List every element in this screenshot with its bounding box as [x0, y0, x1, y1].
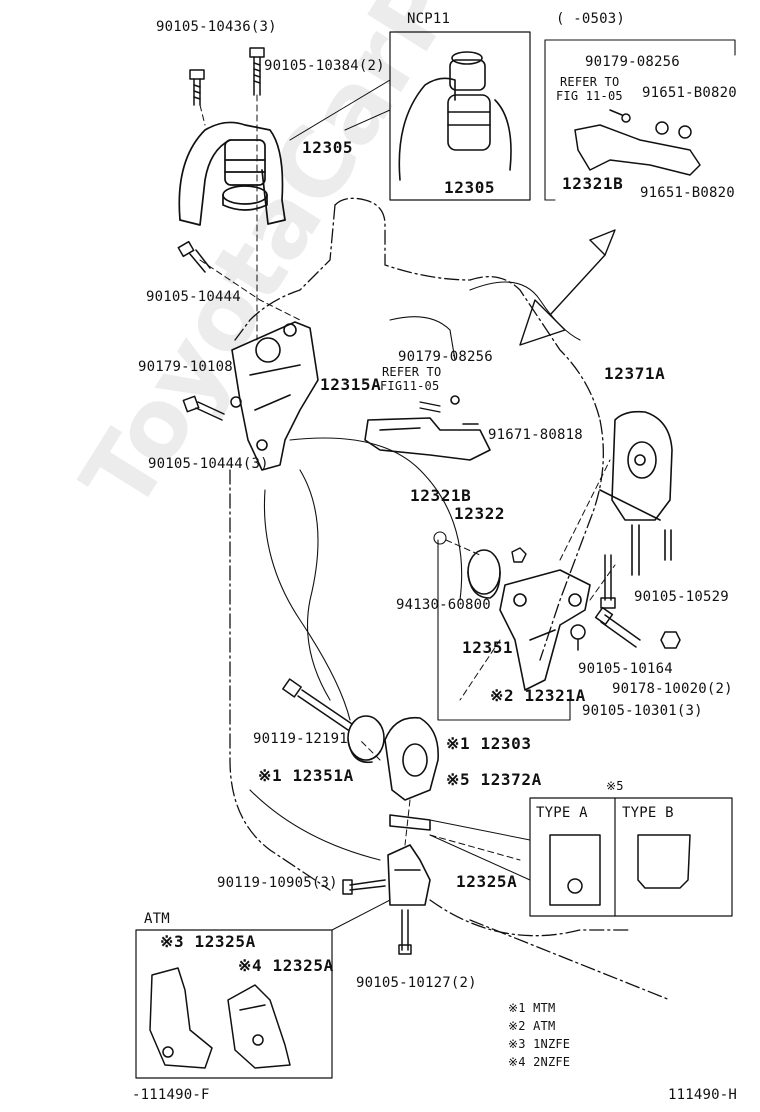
bolt-90105-10164 [594, 606, 641, 648]
bracket-12321b-top [574, 109, 701, 176]
part-label: 91671-80818 [488, 427, 583, 443]
type-a-label: TYPE A [536, 805, 588, 821]
inset-date-range: ( -0503) [556, 11, 626, 27]
legend-item: ※2 ATM [508, 1019, 556, 1033]
part-label: 12321B [410, 486, 472, 505]
dashed-links-lower [359, 739, 521, 861]
legend-item: ※1 MTM [508, 1001, 556, 1015]
part-label: ※2 12321A [490, 686, 586, 705]
engine-body [249, 281, 581, 861]
part-label: 90105-10384(2) [264, 58, 385, 74]
refer-note: FIG11-05 [380, 379, 440, 393]
part-label: 12321B [562, 174, 624, 193]
part-label: 91651-B0820 [640, 185, 735, 201]
direction-arrow [519, 229, 616, 346]
bolt-90105-10436 [189, 69, 205, 106]
refer-note: REFER TO [382, 365, 442, 379]
bracket-12321b-center [364, 395, 491, 461]
date-inset-bracket [544, 39, 736, 201]
inset-title-atm: ATM [144, 911, 170, 927]
bolt-90105-10529 [600, 554, 616, 609]
legend-item: ※3 1NZFE [508, 1037, 571, 1051]
nut-90178-10020 [660, 631, 681, 649]
part-label: 12322 [454, 504, 506, 523]
part-label: 90119-10905(3) [217, 875, 338, 891]
type-inset-box [429, 797, 733, 917]
bracket-12325a-main [387, 844, 431, 906]
atm-bracket-nzfe2 [227, 984, 291, 1069]
part-label: ※5 12372A [446, 770, 542, 789]
part-label: ※1 12303 [446, 734, 532, 753]
figure-id-left: -111490-F [132, 1087, 210, 1103]
engine-outline [229, 197, 671, 1001]
callout-bracket-12303 [433, 531, 571, 721]
refer-note: REFER TO [560, 75, 620, 89]
part-label: 90119-12191 [253, 731, 348, 747]
part-label: 90179-08256 [585, 54, 680, 70]
insulator-12351 [467, 549, 501, 599]
part-label: 90179-10108 [138, 359, 233, 375]
bolt-90105-10301 [570, 624, 586, 651]
part-label: 12351 [462, 638, 514, 657]
part-label: 12325A [456, 872, 518, 891]
type-a-part [549, 834, 601, 906]
refer-note: FIG 11-05 [556, 89, 623, 103]
dashed-links [445, 459, 616, 701]
nut-12322 [511, 547, 527, 563]
engine-mount-12305 [178, 121, 286, 226]
part-label: 12315A [320, 375, 382, 394]
atm-bracket-nzfe1 [149, 967, 213, 1069]
part-label: 90105-10301(3) [582, 703, 703, 719]
ncp11-inset-box [289, 31, 531, 201]
part-label: 12305 [444, 178, 496, 197]
part-label: 90105-10164 [578, 661, 673, 677]
ncp11-mount [398, 51, 512, 181]
part-label: 12305 [302, 138, 354, 157]
part-label: 90105-10436(3) [156, 19, 277, 35]
leader-lines [199, 94, 301, 341]
part-label: ※3 12325A [160, 932, 256, 951]
inset-title-ncp11: NCP11 [407, 11, 451, 27]
part-label: ※4 12325A [238, 956, 334, 975]
atm-inset-box [135, 899, 391, 1079]
type-b-label: TYPE B [622, 805, 674, 821]
part-label: 12371A [604, 364, 666, 383]
part-label: 90105-10529 [634, 589, 729, 605]
type-b-part [637, 834, 691, 889]
bolt-90119-10905 [342, 879, 386, 895]
mount-12371a [599, 410, 673, 576]
bracket-12321a [499, 569, 591, 691]
figure-id-right: 111490-H [668, 1087, 738, 1103]
type-note: ※5 [606, 779, 624, 793]
part-label: 90178-10020(2) [612, 681, 733, 697]
part-label: 90105-10444 [146, 289, 241, 305]
bolt-90105-10444 [177, 240, 211, 273]
mount-12372a [384, 716, 439, 831]
part-label: 90105-10127(2) [356, 975, 477, 991]
part-label: 90105-10444(3) [148, 456, 269, 472]
insulator-12351a [347, 715, 385, 764]
part-label: 91651-B0820 [642, 85, 737, 101]
part-label: ※1 12351A [258, 766, 354, 785]
bracket-12315a [231, 321, 319, 471]
bolt-90105-10444-3 [182, 395, 242, 421]
part-label: 90179-08256 [398, 349, 493, 365]
bolt-90119-12191 [282, 678, 353, 731]
bolt-90105-10127 [398, 909, 412, 955]
legend-item: ※4 2NZFE [508, 1055, 571, 1069]
bolt-90105-10384 [249, 47, 265, 96]
part-label: 94130-60800 [396, 597, 491, 613]
